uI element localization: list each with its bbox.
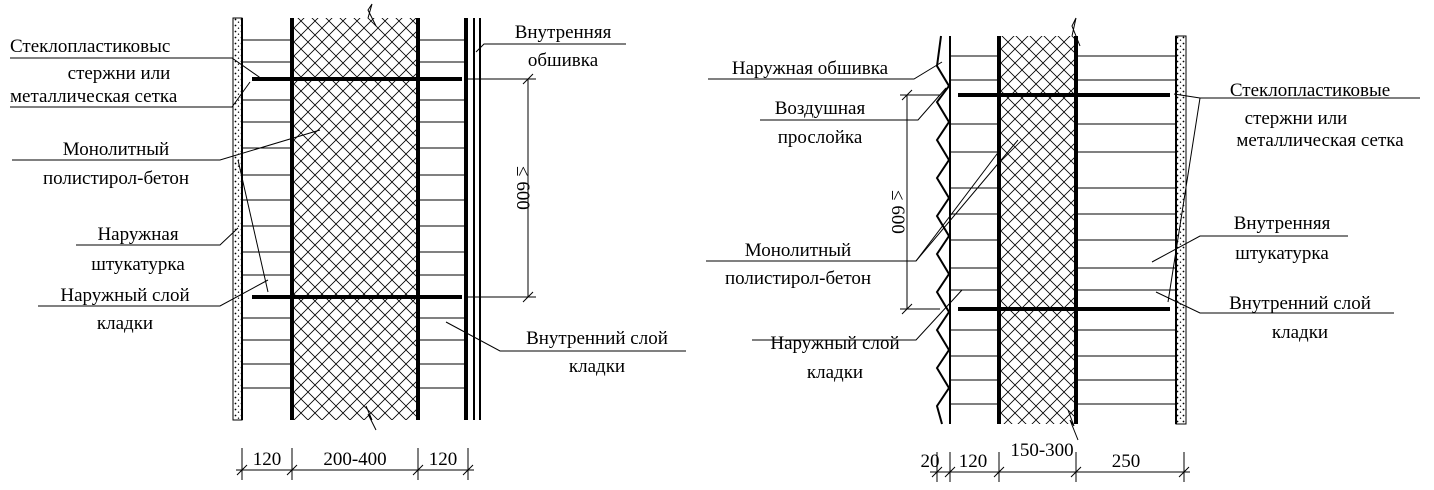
left-label-inner-2: кладки [569, 356, 625, 377]
right-dim-insulation: 150-300 [1010, 440, 1073, 461]
right-inner-plaster [1175, 35, 1187, 425]
left-label-rods-2: стержни или [68, 63, 171, 84]
right-spacing-dimension: ≤ 600 [887, 89, 940, 315]
right-label-rods-2: стержни или [1245, 108, 1348, 129]
left-label-plaster-1: Наружная [97, 224, 178, 245]
right-leaders [706, 61, 1420, 341]
right-label-plaster-1: Внутренняя [1234, 213, 1331, 234]
right-wall-section: ≤ 600 20 120 150-300 250 [706, 17, 1420, 482]
left-label-outer-2: кладки [97, 313, 153, 334]
right-label-concrete-1: Монолитный [745, 240, 851, 261]
left-label-plaster-2: штукатурка [91, 254, 185, 275]
left-label-concrete-2: полистирол-бетон [43, 168, 189, 189]
right-label-rods-1: Стеклопластиковые [1230, 80, 1390, 101]
right-label-outer-1: Наружный слой [770, 333, 899, 354]
right-label-air-1: Воздушная [775, 98, 866, 119]
left-outer-brick-courses [242, 39, 292, 389]
right-label-rods-3: металлическая сетка [1236, 130, 1404, 151]
left-label-rods-3: металлическая сетка [10, 86, 178, 107]
right-bottom-dimensions: 20 120 150-300 250 [921, 440, 1190, 482]
left-inner-brick-courses [418, 39, 466, 389]
left-spacing-label: ≤ 600 [512, 166, 533, 210]
right-dim-lining: 20 [921, 451, 940, 472]
left-label-inner-1: Внутренний слой [526, 328, 668, 349]
right-label-air-2: прослойка [778, 127, 863, 148]
left-outer-plaster [232, 17, 243, 421]
right-spacing-label: ≤ 600 [887, 190, 908, 234]
right-insulation [1001, 36, 1075, 424]
right-inner-brick-courses [1076, 55, 1176, 405]
right-break-mark-bottom [1067, 409, 1079, 441]
left-break-mark-bottom [365, 405, 377, 431]
right-label-plaster-2: штукатурка [1235, 243, 1329, 264]
left-label-concrete-1: Монолитный [63, 139, 169, 160]
right-outer-lining [935, 35, 951, 425]
left-dim-inner: 120 [429, 449, 458, 470]
left-break-mark-top [367, 3, 377, 27]
left-bottom-dimensions: 120 200-400 120 [236, 448, 474, 480]
right-break-mark-top [1071, 17, 1081, 47]
right-label-inner-2: кладки [1272, 322, 1328, 343]
left-dim-outer: 120 [253, 449, 282, 470]
right-outer-brick-courses [950, 55, 999, 405]
left-insulation [294, 18, 417, 420]
right-label-inner-1: Внутренний слой [1229, 293, 1371, 314]
left-label-lining-1: Внутренняя [515, 22, 612, 43]
left-label-rods-1: Стеклопластиковыс [10, 36, 170, 57]
left-wall-section: ≤ 600 120 200-400 120 [10, 3, 686, 480]
right-dim-inner: 250 [1112, 451, 1141, 472]
left-label-lining-2: обшивка [528, 50, 599, 71]
right-dim-outer: 120 [959, 451, 988, 472]
left-label-outer-1: Наружный слой [60, 285, 189, 306]
left-dim-insulation: 200-400 [323, 449, 386, 470]
left-leaders [10, 43, 686, 352]
left-spacing-dimension: ≤ 600 [466, 73, 536, 303]
right-label-outer-2: кладки [807, 362, 863, 383]
right-label-lining: Наружная обшивка [732, 58, 889, 79]
right-label-concrete-2: полистирол-бетон [725, 268, 871, 289]
